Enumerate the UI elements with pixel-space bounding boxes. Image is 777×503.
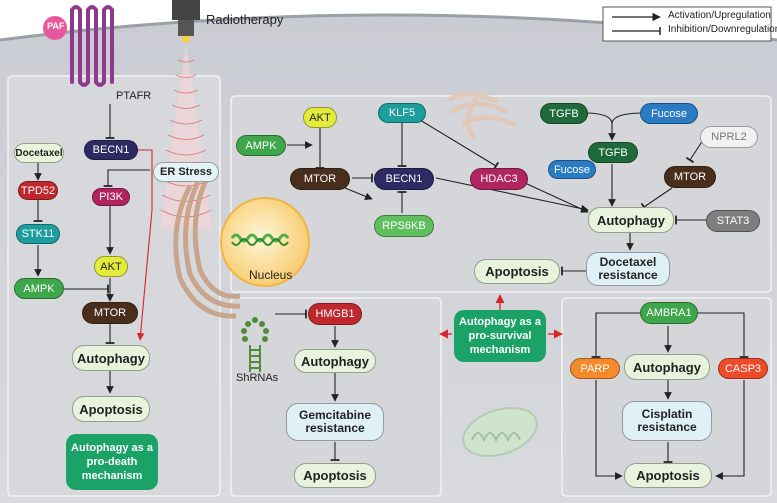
- upper-ampk-node: AMPK: [236, 135, 286, 156]
- nucleus-label: Nucleus: [249, 268, 293, 282]
- upper-docetaxel-resistance-node: Docetaxel resistance: [586, 252, 670, 286]
- ptafr-label: PTAFR: [116, 90, 152, 102]
- upper-tgfb-node-1: TGFB: [540, 103, 588, 124]
- left-becn1-node: BECN1: [84, 140, 138, 160]
- right-cisplatin-resistance-node: Cisplatin resistance: [622, 401, 712, 441]
- radiotherapy-label: Radiotherapy: [206, 12, 284, 27]
- mid-hmgb1-node: HMGB1: [308, 303, 362, 325]
- right-autophagy-node: Autophagy: [624, 354, 710, 380]
- left-mtor-node: MTOR: [82, 302, 138, 324]
- left-ampk-node: AMPK: [14, 278, 64, 299]
- endoplasmic-reticulum: [173, 178, 241, 319]
- right-casp3-node: CASP3: [718, 358, 768, 379]
- upper-stat3-node: STAT3: [706, 210, 760, 232]
- right-parp-node: PARP: [570, 358, 620, 379]
- upper-nprl2-node: NPRL2: [700, 126, 758, 148]
- shrna-hairpin: [241, 317, 269, 342]
- upper-fucose-node-2: Fucose: [548, 160, 596, 179]
- legend-box: [602, 6, 772, 42]
- mid-apoptosis-node: Apoptosis: [294, 463, 376, 488]
- mid-autophagy-node: Autophagy: [294, 349, 376, 373]
- upper-autophagy-node: Autophagy: [588, 207, 674, 233]
- left-pi3k-node: PI3K: [92, 188, 130, 206]
- upper-klf5-node: KLF5: [378, 103, 426, 123]
- upper-panel: [230, 95, 772, 293]
- upper-mtor-node: MTOR: [290, 168, 350, 190]
- right-ambra1-node: AMBRA1: [640, 302, 698, 324]
- shrnas-label: ShRNAs: [236, 372, 279, 384]
- radiotherapy-device: [172, 0, 200, 20]
- pro-survival-mechanism-box: Autophagy as a pro-survival mechanism: [454, 310, 546, 362]
- left-tpd52-node: TPD52: [18, 181, 58, 200]
- left-akt-node: AKT: [94, 256, 128, 277]
- upper-rps6kb-node: RPS6KB: [374, 215, 434, 237]
- left-docetaxel-node: Docetaxel: [14, 143, 64, 163]
- mitochondrion: [462, 407, 538, 457]
- left-autophagy-node: Autophagy: [72, 345, 150, 371]
- upper-fucose-node-1: Fucose: [640, 103, 698, 124]
- upper-becn1-node: BECN1: [374, 168, 434, 190]
- paf-label: PAF: [47, 21, 65, 31]
- upper-tgfb-node-2: TGFB: [588, 142, 638, 163]
- upper-mtor-node-2: MTOR: [664, 166, 716, 188]
- pro-death-mechanism-box: Autophagy as a pro-death mechanism: [66, 434, 158, 490]
- legend-inhibition-label: Inhibition/Downregulation: [668, 24, 777, 35]
- left-apoptosis-node: Apoptosis: [72, 396, 150, 422]
- right-apoptosis-node: Apoptosis: [624, 463, 712, 488]
- upper-apoptosis-node: Apoptosis: [474, 259, 560, 284]
- dna-helix: [230, 233, 290, 243]
- upper-akt-node: AKT: [303, 107, 337, 128]
- golgi-decoration: [446, 90, 518, 140]
- upper-hdac3-node: HDAC3: [470, 168, 528, 190]
- legend-activation-label: Activation/Upregulation: [668, 10, 771, 21]
- paf-ligand: [43, 16, 67, 40]
- left-stk11-node: STK11: [16, 224, 60, 244]
- ptafr-receptor: [70, 5, 114, 87]
- er-stress-node: ER Stress: [153, 162, 219, 182]
- mid-gemcitabine-resistance-node: Gemcitabine resistance: [286, 403, 384, 441]
